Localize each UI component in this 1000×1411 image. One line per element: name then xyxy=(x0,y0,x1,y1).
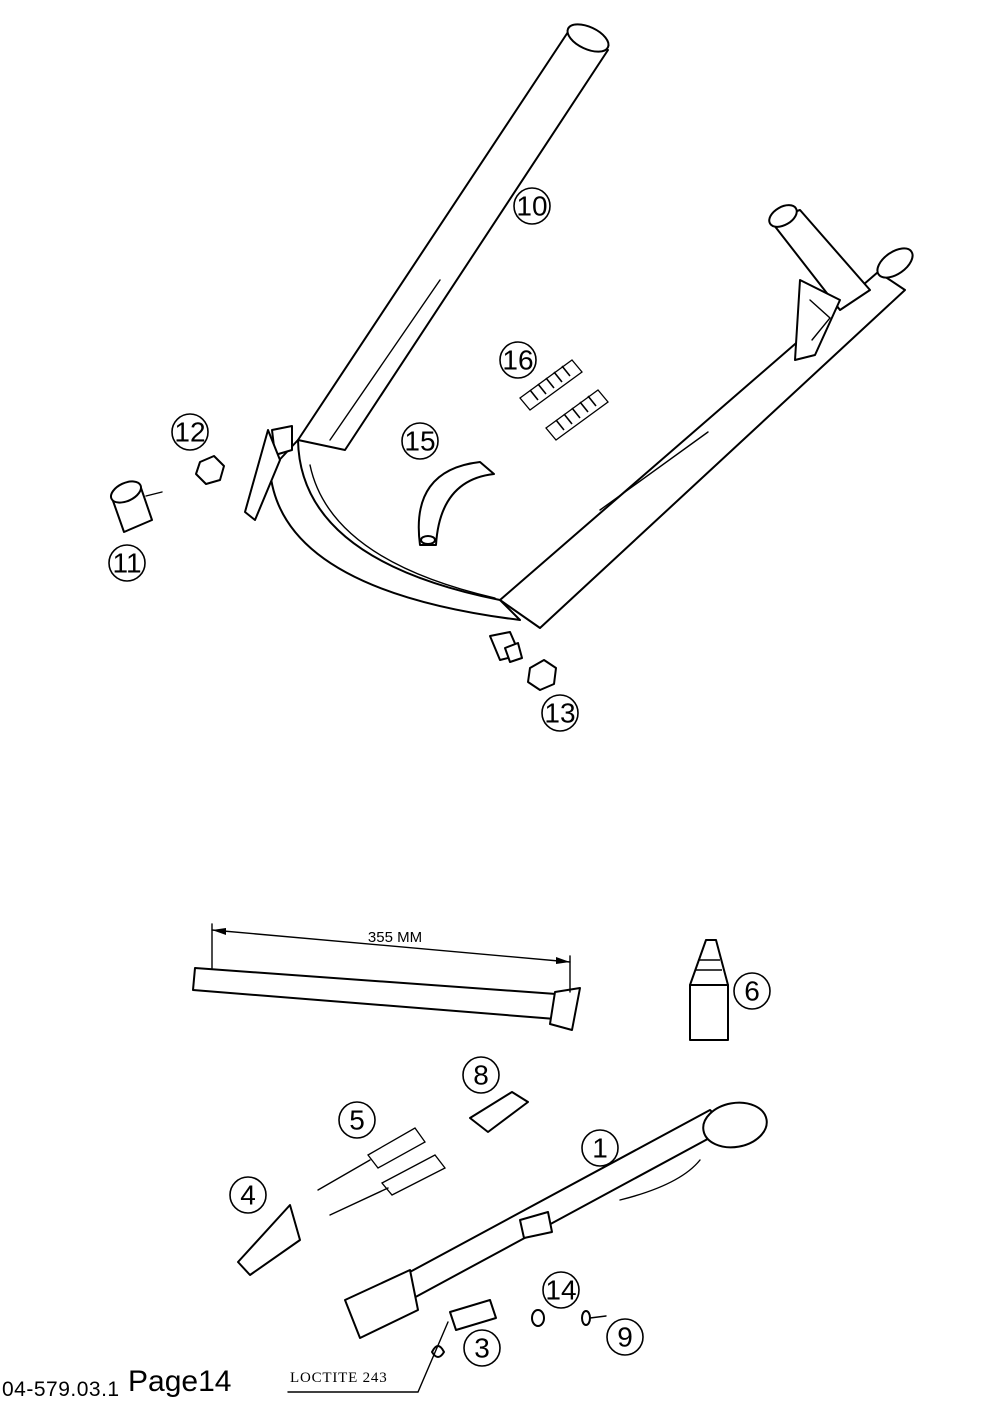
bracket-part-15-drawing xyxy=(417,461,495,546)
rod-355mm-drawing: 355 MM xyxy=(192,923,581,1031)
svg-text:10: 10 xyxy=(516,191,547,222)
svg-text:3: 3 xyxy=(474,1333,490,1364)
side-stand-part-1-drawing xyxy=(344,1101,768,1339)
springs-part-16-drawing xyxy=(519,359,609,441)
nut-part-12-drawing xyxy=(195,455,225,485)
washer-part-14-drawing xyxy=(531,1309,545,1327)
svg-text:14: 14 xyxy=(545,1275,576,1306)
svg-text:16: 16 xyxy=(502,345,533,376)
callout-3: 3 xyxy=(463,1329,501,1367)
loctite-label: LOCTITE 243 xyxy=(290,1370,388,1386)
page-label: Page14 xyxy=(128,1365,232,1398)
callout-1: 1 xyxy=(581,1129,619,1167)
buffer-part-11-drawing xyxy=(110,480,163,533)
svg-text:6: 6 xyxy=(744,976,760,1007)
callout-16: 16 xyxy=(499,341,537,379)
callout-4: 4 xyxy=(229,1176,267,1214)
svg-text:11: 11 xyxy=(112,548,141,579)
svg-text:8: 8 xyxy=(473,1060,489,1091)
plate-part-8-drawing xyxy=(469,1091,529,1133)
springs-part-5-drawing xyxy=(317,1127,446,1216)
callout-10: 10 xyxy=(513,187,551,225)
document-code: 04-579.03.1 xyxy=(2,1378,120,1401)
callout-9: 9 xyxy=(606,1318,644,1356)
svg-text:15: 15 xyxy=(404,426,435,457)
loctite-bottle-part-6-drawing xyxy=(689,939,729,1041)
svg-text:12: 12 xyxy=(174,417,205,448)
screw-part-9-drawing xyxy=(581,1310,607,1326)
callout-14: 14 xyxy=(542,1271,580,1309)
nut-part-13-drawing xyxy=(527,659,557,691)
dimension-label: 355 MM xyxy=(368,929,422,946)
bolt-part-3-drawing xyxy=(449,1299,497,1331)
callout-11: 11 xyxy=(108,544,146,582)
callout-6: 6 xyxy=(733,972,771,1010)
callout-12: 12 xyxy=(171,413,209,451)
svg-text:5: 5 xyxy=(349,1105,365,1136)
svg-text:4: 4 xyxy=(240,1180,256,1211)
svg-text:1: 1 xyxy=(592,1133,608,1164)
loctite-leader-line xyxy=(287,1321,449,1393)
callout-8: 8 xyxy=(462,1056,500,1094)
svg-text:13: 13 xyxy=(544,698,575,729)
callout-5: 5 xyxy=(338,1101,376,1139)
bracket-part-4-drawing xyxy=(237,1204,301,1276)
callout-15: 15 xyxy=(401,422,439,460)
svg-text:9: 9 xyxy=(617,1322,633,1353)
center-stand-drawing xyxy=(244,23,914,663)
callout-13: 13 xyxy=(541,694,579,732)
